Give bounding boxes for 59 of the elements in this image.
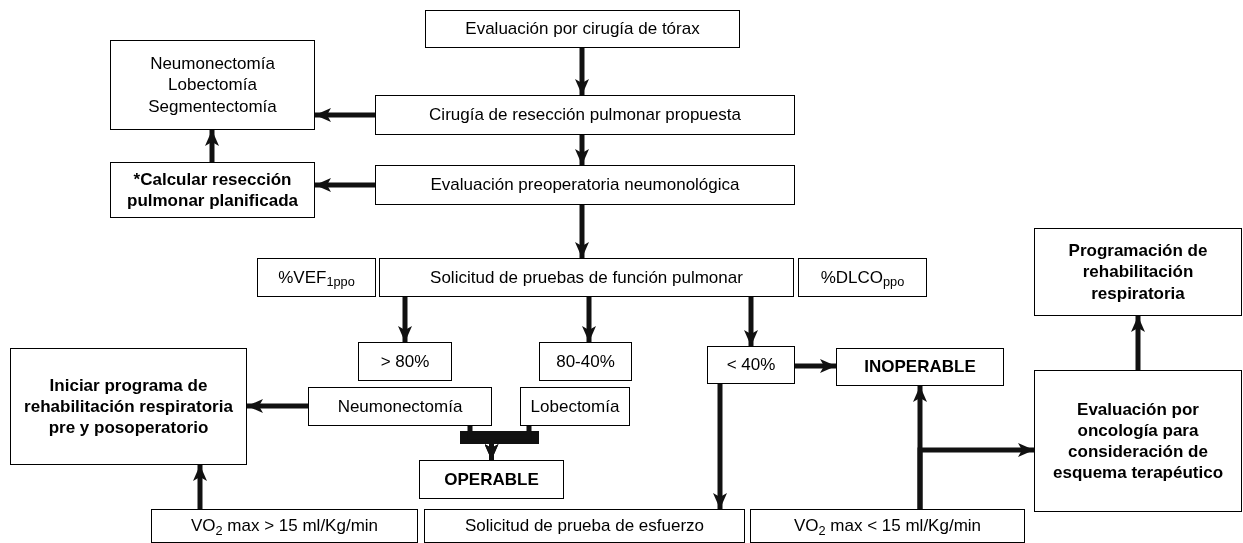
arrow [744, 297, 758, 346]
criterion-box [750, 509, 1025, 543]
procedure-list-box [110, 40, 315, 130]
box-text: Evaluación por oncología para consideración de esquema terapéutico [1051, 398, 1225, 484]
procedure-box [308, 387, 492, 426]
process-box [375, 95, 795, 135]
criterion-box [151, 509, 418, 543]
process-box [425, 10, 740, 48]
box-text: VO$_{2}$ max > 15 ml/Kg/min [190, 515, 379, 537]
parameter-box [257, 258, 376, 297]
arrow [315, 178, 375, 192]
box-text: Evaluación por cirugía de tórax [465, 18, 700, 40]
process-box [10, 348, 247, 465]
box-text: Solicitud de prueba de esfuerzo [464, 515, 705, 537]
outcome-box [836, 348, 1004, 386]
process-box [1034, 228, 1242, 316]
box-text: %VEF$_{1ppo}$ [278, 266, 355, 289]
arrow [315, 108, 375, 122]
arrow [205, 130, 219, 162]
calculation-box [110, 162, 315, 218]
box-text: INOPERABLE [864, 356, 976, 378]
parameter-box [798, 258, 927, 297]
arrow [247, 399, 308, 413]
arrow [917, 443, 1034, 509]
arrow [1131, 316, 1145, 370]
range-box [539, 342, 632, 381]
box-text: Evaluación preoperatoria neumonológica [430, 174, 740, 196]
box-text: > 80% [380, 350, 430, 373]
process-box [1034, 370, 1242, 512]
arrow [582, 297, 596, 342]
box-text: OPERABLE [444, 468, 539, 491]
box-text: < 40% [726, 354, 776, 376]
arrow [193, 465, 207, 509]
process-box [424, 509, 745, 543]
arrow [575, 205, 589, 258]
range-box [358, 342, 452, 381]
box-text: Neumonectomía [337, 395, 463, 418]
arrow [795, 359, 836, 373]
procedure-box [520, 387, 630, 426]
process-box [375, 165, 795, 205]
box-text: VO$_{2}$ max < 15 ml/Kg/min [793, 515, 982, 537]
box-text: Solicitud de pruebas de función pulmonar [430, 266, 743, 289]
box-text: Lobectomía [530, 395, 620, 418]
box-text: Iniciar programa de rehabilitación respiratoria pre y posoperatorio [23, 374, 234, 439]
arrow [398, 297, 412, 342]
list-item-text: Lobectomía [168, 74, 257, 96]
list-item-text: Neumonectomía [150, 53, 275, 75]
outcome-box [419, 460, 564, 499]
list-item-text: Segmentectomía [148, 95, 277, 117]
box-text: 80-40% [556, 350, 615, 373]
box-text: *Calcular resección pulmonar planificada [126, 168, 299, 212]
box-text: %DLCO$_{ppo}$ [820, 266, 905, 289]
arrow [575, 48, 589, 95]
process-box [379, 258, 794, 297]
range-box [707, 346, 795, 384]
box-text: Programación de rehabilitación respiratoria [1067, 240, 1209, 304]
box-text: Cirugía de resección pulmonar propuesta [429, 104, 741, 126]
arrow [575, 135, 589, 165]
arrow [713, 384, 727, 509]
